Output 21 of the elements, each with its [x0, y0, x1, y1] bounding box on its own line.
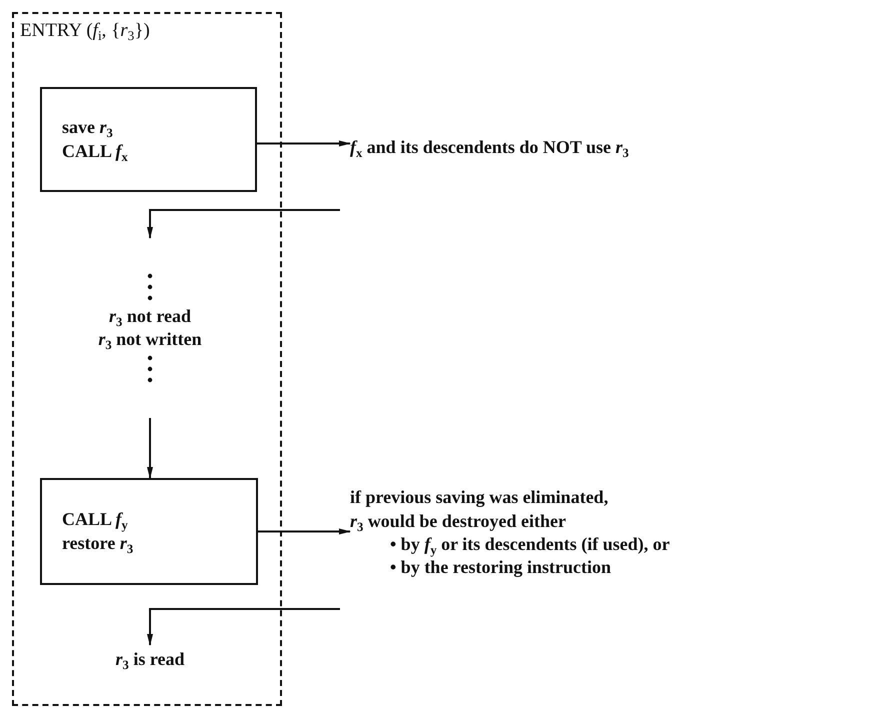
process-box — [40, 87, 257, 192]
arrow — [147, 209, 340, 239]
statement-text: restore r$_{3}$ — [62, 532, 134, 555]
process-box — [40, 478, 258, 585]
dashed-boundary — [12, 12, 282, 706]
note-text: r$_{3}$ not read — [109, 304, 191, 328]
arrow — [147, 608, 340, 646]
bullet-item: • by the restoring instruction — [390, 557, 611, 580]
arrow — [257, 140, 351, 146]
entry-heading: ENTRY (f$_{i}$, {r$_{3}$}) — [20, 20, 150, 42]
bullet-item: • by f$_{y}$ or its descendents (if used), or — [390, 533, 670, 556]
statement-text: CALL f$_{x}$ — [62, 140, 129, 163]
arrow — [258, 528, 351, 534]
statement-text: CALL f$_{y}$ — [62, 508, 129, 532]
note-text: r$_{3}$ would be destroyed either — [350, 510, 566, 533]
arrow — [147, 418, 153, 479]
note-text: if previous saving was eliminated, — [350, 486, 608, 510]
note-text: f$_{x}$ and its descendents do NOT use r$_{3}$ — [350, 136, 629, 160]
note-text: r$_{3}$ not written — [98, 328, 202, 352]
statement-text: save r$_{3}$ — [62, 116, 114, 140]
note-text: r$_{3}$ is read — [116, 648, 184, 672]
